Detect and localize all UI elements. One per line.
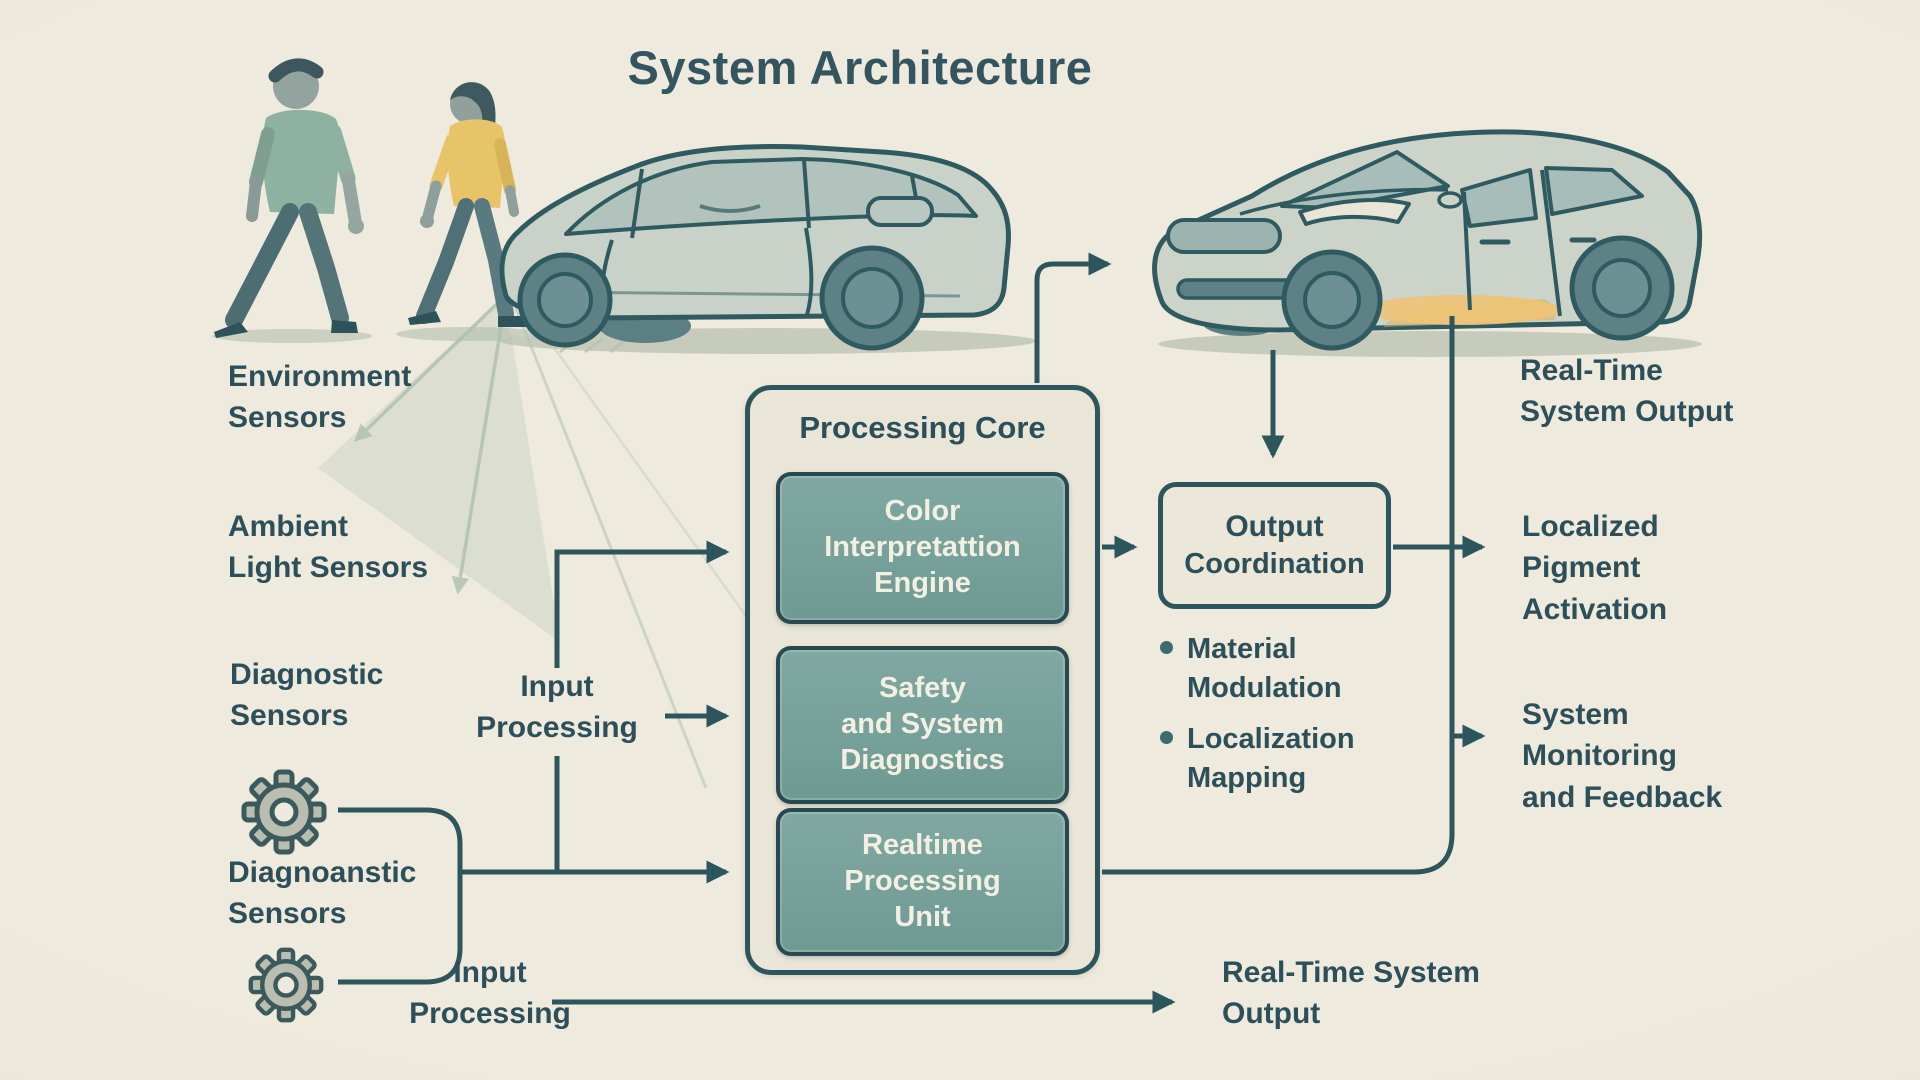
label-ambient-light-sensors: Ambient Light Sensors (228, 506, 478, 589)
label-real-time-output-bottom: Real-Time System Output (1222, 952, 1552, 1035)
gear-icon (248, 947, 324, 1023)
label-line: Processing (476, 711, 638, 745)
label-system-monitoring-feedback: System Monitoring and Feedback (1522, 694, 1782, 818)
label-line: Sensors (228, 401, 347, 435)
label-line: Sensors (230, 699, 349, 733)
label-line: Monitoring (1522, 739, 1677, 773)
label-environment-sensors: Environment Sensors (228, 356, 468, 439)
car-right (1152, 129, 1703, 351)
ground-shadows (212, 327, 1702, 357)
label-line: Processing (409, 997, 571, 1031)
label-diagnostic-sensors: Diagnostic Sensors (230, 654, 460, 737)
module-line: Engine (874, 566, 971, 599)
line-gear-trunk (338, 807, 463, 985)
module-line: Processing (844, 865, 1001, 898)
bullet-dot-icon (1160, 730, 1173, 744)
processing-core-box: Processing Core Color Interpretattion En… (745, 385, 1100, 975)
output-coordination-subtitle: Coordination (1184, 548, 1365, 580)
module-safety-system-diagnostics: Safety and System Diagnostics (776, 646, 1069, 804)
label-line: Real-Time (1520, 354, 1663, 387)
module-color-interpretation-engine: Color Interpretattion Engine (776, 472, 1069, 624)
diagram-connectors (338, 252, 1486, 1014)
output-coordination-title: Output (1225, 510, 1324, 543)
label-line: and Feedback (1522, 780, 1723, 814)
arrow-core-to-car (1034, 252, 1112, 383)
label-line: Diagnoanstic (228, 856, 417, 889)
label-line: Ambient (228, 510, 348, 543)
label-line: Light Sensors (228, 551, 429, 585)
pedestrian-woman (408, 82, 526, 327)
label-localized-pigment-activation: Localized Pigment Activation (1522, 506, 1772, 630)
list-item: Localization Mapping (1160, 720, 1430, 798)
module-line: Interpretattion (824, 531, 1021, 564)
label-line: System Output (1520, 395, 1734, 429)
page-title: System Architecture (627, 41, 1093, 94)
label-line: Environment (228, 360, 412, 393)
label-input-processing-mid: Input Processing (447, 666, 667, 749)
module-line: Safety (878, 672, 967, 705)
processing-core-title: Processing Core (799, 410, 1046, 445)
output-coordination-bullets: Material Modulation Localization Mapping (1160, 630, 1430, 809)
label-line: Activation (1522, 592, 1668, 626)
line-feedback (1102, 316, 1455, 875)
module-line: Realtime (862, 829, 983, 862)
module-realtime-processing-unit: Realtime Processing Unit (776, 808, 1069, 956)
label-input-processing-bottom: Input Processing (380, 952, 600, 1035)
label-line: Localized (1522, 510, 1659, 543)
arrow-input-to-core-top (554, 540, 730, 668)
bullet-text: Material Modulation (1187, 633, 1342, 704)
label-line: Sensors (228, 897, 347, 931)
label-line: Input (453, 956, 527, 989)
label-diagnoanstic-sensors: Diagnoanstic Sensors (228, 852, 498, 935)
bullet-text: Localization Mapping (1187, 722, 1355, 794)
gear-icon (241, 769, 327, 855)
label-line: Real-Time System (1222, 956, 1480, 989)
bullet-dot-icon (1160, 641, 1173, 654)
output-coordination-box: Output Coordination (1158, 482, 1391, 609)
label-line: Pigment (1522, 551, 1641, 585)
label-line: Diagnostic (230, 658, 384, 691)
module-line: Unit (894, 900, 951, 933)
label-line: System (1522, 698, 1629, 731)
car-left (499, 144, 1011, 351)
pedestrian-man (214, 58, 364, 338)
module-line: Diagnostics (840, 743, 1005, 776)
module-line: and System (841, 708, 1004, 741)
module-line: Color (884, 495, 961, 528)
label-line: Output (1222, 997, 1321, 1031)
label-line: Input (520, 670, 594, 703)
label-real-time-output-top: Real-Time System Output (1520, 350, 1820, 433)
list-item: Material Modulation (1160, 630, 1430, 708)
